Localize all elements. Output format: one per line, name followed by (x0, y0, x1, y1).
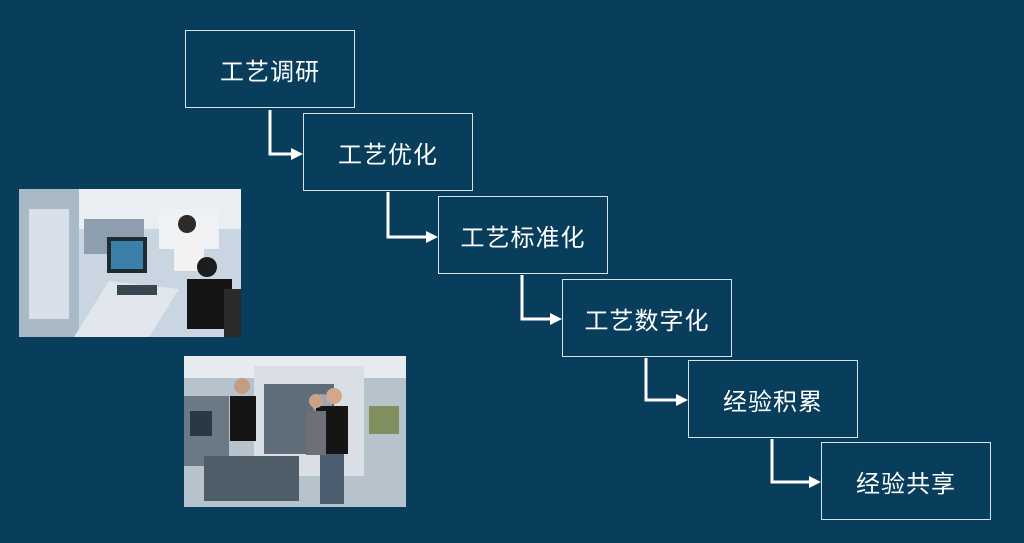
step-box-standardization: 工艺标准化 (438, 196, 608, 274)
arrowhead-icon (676, 394, 688, 406)
step-box-accumulation: 经验积累 (688, 360, 858, 438)
step-label: 工艺标准化 (460, 223, 586, 252)
connector-line-2 (386, 192, 428, 239)
arrowhead-icon (809, 476, 821, 488)
connector-line-3 (520, 275, 552, 321)
connector-line-1 (268, 110, 293, 156)
step-label: 经验积累 (723, 387, 823, 416)
machine-operators-photo (184, 356, 406, 507)
step-label: 工艺优化 (338, 140, 438, 169)
step-label: 工艺数字化 (584, 306, 710, 335)
arrowhead-icon (426, 231, 438, 243)
step-box-digitalization: 工艺数字化 (562, 279, 732, 357)
arrowhead-icon (550, 313, 562, 325)
arrowhead-icon (291, 148, 303, 160)
step-box-sharing: 经验共享 (821, 442, 991, 520)
step-label: 经验共享 (856, 469, 956, 498)
step-box-research: 工艺调研 (185, 30, 355, 108)
connector-line-5 (770, 439, 811, 484)
lab-workstation-photo (19, 189, 241, 337)
connector-line-4 (644, 358, 678, 402)
step-box-optimization: 工艺优化 (303, 113, 473, 191)
step-label: 工艺调研 (220, 57, 320, 86)
